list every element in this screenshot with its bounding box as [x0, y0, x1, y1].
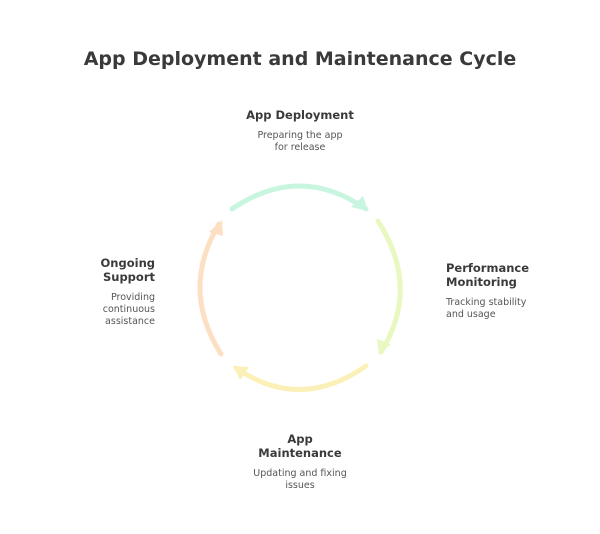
stage-app-deployment: App Deployment Preparing the app for rel…: [220, 108, 380, 154]
arc-monitoring-to-maintenance: [375, 218, 403, 355]
stage-performance-monitoring: Performance Monitoring Tracking stabilit…: [446, 261, 566, 321]
arrowhead-monitoring-to-maintenance: [377, 339, 391, 355]
stage-description: Tracking stability and usage: [446, 297, 527, 320]
stage-description: Preparing the app for release: [257, 130, 343, 153]
arrowhead-support-to-deployment: [209, 220, 223, 236]
arc-deployment-to-monitoring: [229, 183, 369, 212]
diagram-title: App Deployment and Maintenance Cycle: [83, 48, 517, 70]
stage-ongoing-support: Ongoing Support Providing continuous ass…: [40, 256, 155, 328]
stage-title: App Maintenance: [258, 432, 342, 460]
arc-maintenance-to-support: [233, 363, 369, 392]
stage-title: App Deployment: [246, 108, 354, 122]
stage-description: Providing continuous assistance: [102, 292, 155, 327]
stage-app-maintenance: App Maintenance Updating and fixing issu…: [220, 432, 380, 492]
stage-title: Ongoing Support: [100, 256, 155, 284]
stage-description: Updating and fixing issues: [253, 468, 347, 491]
arrowhead-maintenance-to-support: [233, 366, 249, 380]
arc-support-to-deployment: [197, 221, 224, 357]
arrowhead-deployment-to-monitoring: [351, 196, 368, 211]
stage-title: Performance Monitoring: [446, 261, 530, 289]
